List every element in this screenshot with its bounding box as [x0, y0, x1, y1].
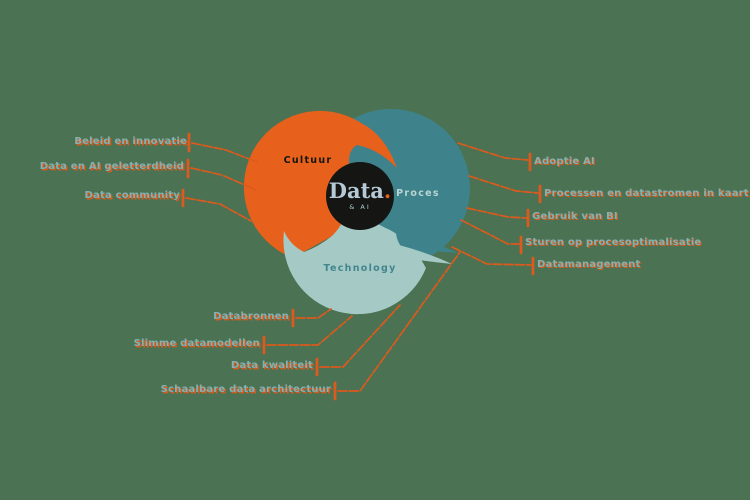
- callout-data-en-ai-geletterdheid: Data en AI geletterdheid: [39, 161, 184, 172]
- center-circle: [326, 162, 394, 230]
- leader-line-bottom-3: [319, 304, 401, 368]
- leader-line-bottom-1: [295, 308, 332, 319]
- callout-adoptie-ai: Adoptie AI: [534, 156, 595, 167]
- tick-marks: [181, 132, 542, 401]
- ring-label-cultuur: Cultuur: [283, 155, 333, 166]
- callout-sturen-op-procesoptimalisatie: Sturen op procesoptimalisatie: [525, 237, 702, 248]
- leader-line-left-3: [185, 197, 252, 222]
- leader-line-right-4: [460, 219, 520, 245]
- leader-line-right-1: [457, 142, 529, 161]
- callout-processen-en-datastromen: Processen en datastromen in kaart: [544, 188, 749, 199]
- ring-label-proces: Proces: [396, 188, 440, 199]
- callout-gebruik-van-bi: Gebruik van BI: [532, 211, 618, 222]
- callout-data-community: Data community: [84, 190, 180, 201]
- callout-beleid-en-innovatie: Beleid en innovatie: [74, 136, 187, 147]
- leader-lines: [185, 142, 539, 392]
- leader-line-bottom-4: [337, 251, 461, 392]
- callout-data-kwaliteit: Data kwaliteit: [230, 360, 313, 371]
- callout-databronnen: Databronnen: [213, 311, 289, 322]
- callout-schaalbare-data-architectuur: Schaalbare data architectuur: [160, 384, 331, 395]
- leader-line-right-5: [451, 246, 532, 266]
- leader-line-right-3: [466, 207, 527, 219]
- technology-arrow-tip: [391, 243, 452, 264]
- callout-datamanagement: Datamanagement: [537, 259, 641, 270]
- leader-line-right-2: [468, 175, 539, 194]
- proces-arrow-tip: [396, 232, 458, 253]
- technology-circle: [283, 193, 426, 315]
- leader-line-left-2: [190, 167, 257, 191]
- leader-line-bottom-2: [266, 315, 353, 346]
- callout-slimme-datamodellen: Slimme datamodellen: [133, 338, 260, 349]
- cultuur-circle: [243, 110, 397, 258]
- leader-line-left-1: [191, 142, 258, 163]
- ring-label-technology: Technology: [323, 263, 397, 274]
